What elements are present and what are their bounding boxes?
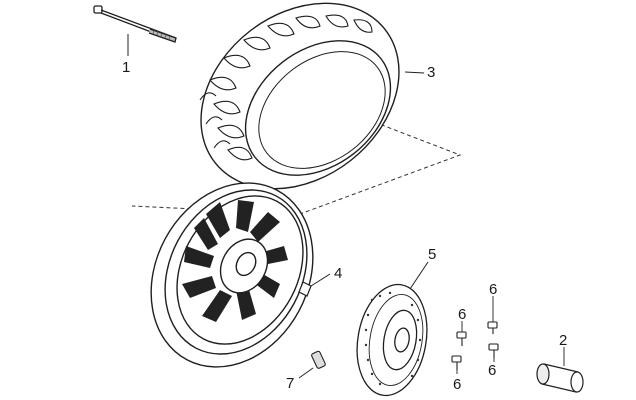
brake-disc-icon	[356, 261, 429, 397]
callout-valve: 4	[334, 265, 343, 282]
callout-brake-disc: 5	[428, 246, 437, 263]
rim-icon	[150, 182, 314, 368]
callout-bolt: 6	[489, 281, 498, 298]
pin-icon	[298, 350, 326, 379]
callout-spacer: 2	[559, 332, 568, 349]
spacer-icon	[536, 347, 584, 393]
callout-bolt: 6	[453, 376, 462, 393]
callout-bolt: 6	[488, 362, 497, 379]
axle-icon	[93, 5, 177, 43]
tire-icon	[199, 2, 425, 190]
callout-tire: 3	[427, 64, 436, 81]
callout-axle: 1	[122, 59, 131, 76]
bolt-icon	[451, 296, 499, 374]
valve-icon	[298, 273, 331, 297]
callout-pin: 7	[286, 375, 295, 392]
callout-bolt: 6	[458, 306, 467, 323]
